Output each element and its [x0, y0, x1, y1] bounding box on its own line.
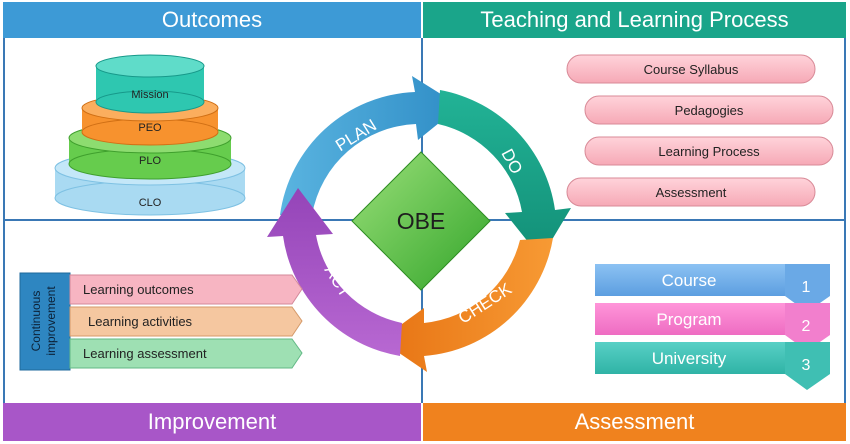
assessment-badge-3 [785, 342, 830, 390]
teaching-header: Teaching and Learning Process [423, 2, 846, 38]
improvement-row-1 [69, 274, 303, 305]
assessment-number-1: 1 [802, 279, 811, 296]
obe-diamond [351, 151, 491, 291]
improvement-list: Continuous improvement Learning outcomes… [19, 272, 303, 371]
continuous-improvement-box [19, 272, 71, 371]
teaching-pill-4 [566, 177, 816, 207]
improvement-row-2 [69, 306, 303, 337]
teaching-pill-2 [584, 95, 834, 125]
teaching-pill-3 [584, 136, 834, 166]
improvement-row-3 [69, 338, 303, 369]
improvement-item-1: Learning outcomes [83, 282, 194, 297]
assessment-level-1: Course [662, 271, 717, 290]
assessment-levels: Course 1 Program 2 University 3 [595, 264, 830, 390]
plan-arrow [280, 76, 460, 215]
pdca-cycle: PLAN DO CHECK ACT OBE [267, 76, 571, 372]
outcomes-header: Outcomes [3, 2, 421, 38]
assessment-number-2: 2 [802, 318, 811, 335]
outcome-pyramid: Mission PEO PLO CLO [54, 54, 246, 216]
check-arrow [380, 238, 553, 372]
assessment-level-3: University [652, 349, 727, 368]
improvement-item-2: Learning activities [88, 314, 193, 329]
obe-label: OBE [397, 208, 446, 234]
assessment-badge-1 [785, 264, 830, 312]
assessment-number-3: 3 [802, 357, 811, 374]
assessment-level-2: Program [656, 310, 721, 329]
mission-layer-bottom [95, 90, 205, 114]
improvement-label: improvement [44, 286, 58, 356]
act-arrow [267, 188, 402, 356]
assessment-bar-1 [595, 264, 785, 296]
assessment-bar-3 [595, 342, 785, 374]
frame-right [844, 38, 846, 403]
frame-left [3, 38, 5, 403]
mission-layer-top [95, 54, 205, 78]
do-arrow [438, 90, 571, 258]
improvement-header: Improvement [3, 403, 421, 441]
mission-label: Mission [131, 89, 168, 101]
teaching-item-4: Assessment [656, 185, 727, 200]
improvement-item-3: Learning assessment [83, 346, 207, 361]
assessment-header: Assessment [423, 403, 846, 441]
plo-label: PLO [139, 155, 161, 167]
clo-label: CLO [139, 197, 162, 209]
peo-label: PEO [138, 122, 162, 134]
teaching-items: Course Syllabus Pedagogies Learning Proc… [566, 54, 834, 207]
assessment-badge-2 [785, 303, 830, 351]
teaching-item-3: Learning Process [658, 144, 760, 159]
teaching-item-1: Course Syllabus [644, 62, 739, 77]
continuous-label: Continuous [29, 291, 43, 352]
teaching-pill-1 [566, 54, 816, 84]
assessment-bar-2 [595, 303, 785, 335]
teaching-item-2: Pedagogies [675, 103, 744, 118]
